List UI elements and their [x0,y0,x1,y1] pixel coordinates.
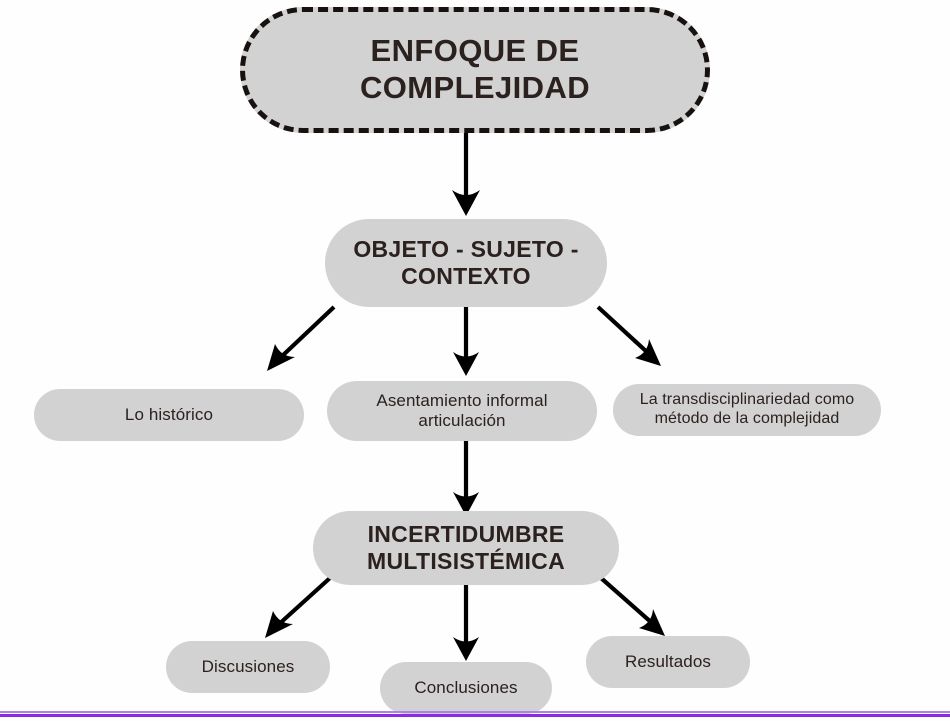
edge-incertidumbre-to-conclusiones [453,585,479,661]
edge-asentamiento-to-incertidumbre [453,440,479,516]
node-lo-historico[interactable]: Lo histórico [34,389,304,441]
node-discusiones[interactable]: Discusiones [166,641,330,693]
node-asentamiento-informal[interactable]: Asentamiento informal articulación [327,381,597,441]
edge-incertidumbre-to-discusiones [265,576,332,638]
node-resultados[interactable]: Resultados [586,636,750,688]
edge-objeto-to-transdisciplinariedad [596,305,661,366]
node-objeto-sujeto-contexto[interactable]: OBJETO - SUJETO - CONTEXTO [325,219,607,307]
edge-incertidumbre-to-resultados [599,576,665,636]
node-enfoque-de-complejidad[interactable]: ENFOQUE DE COMPLEJIDAD [240,7,710,133]
footer-rule-accent [0,714,950,717]
edge-objeto-to-historico [267,305,336,371]
node-incertidumbre-multisistemica[interactable]: INCERTIDUMBRE MULTISISTÉMICA [313,511,619,585]
edge-objeto-to-asentamiento [453,307,479,376]
node-conclusiones[interactable]: Conclusiones [380,662,552,714]
edge-root-to-objeto [452,133,480,216]
node-transdisciplinariedad[interactable]: La transdisciplinariedad como método de … [613,384,881,436]
footer-rule-light [0,711,950,713]
